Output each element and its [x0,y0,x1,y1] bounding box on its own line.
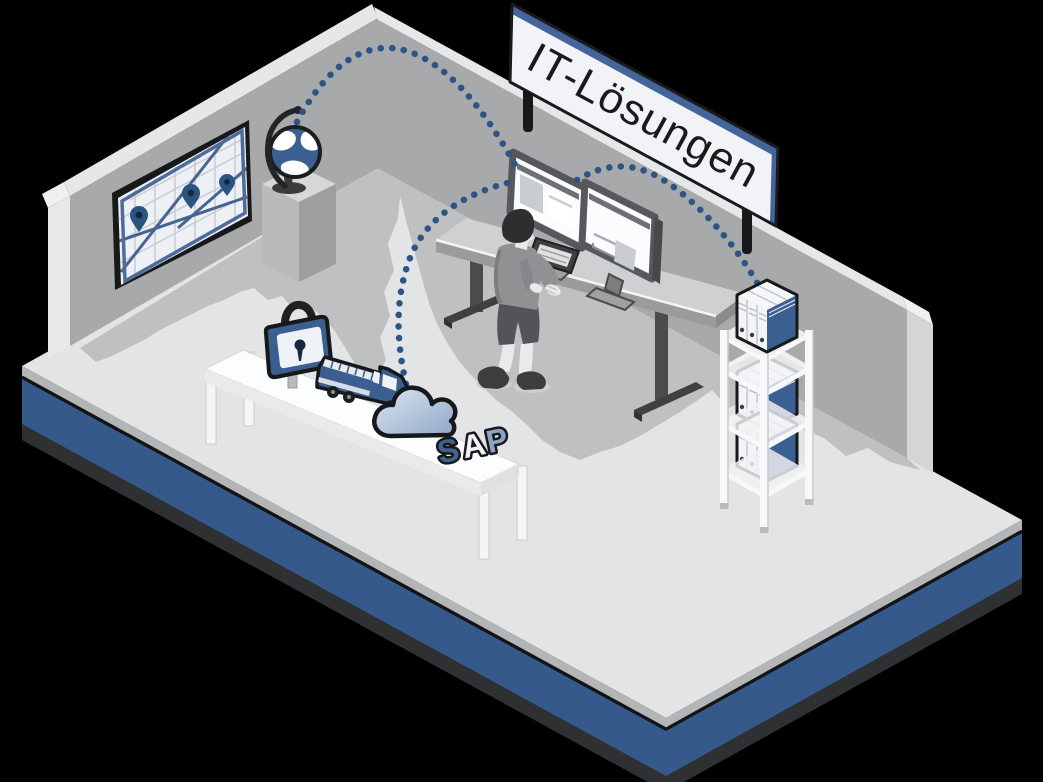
person-shorts [497,300,540,345]
person-at-desk [476,208,561,393]
table-leg-3 [478,484,490,560]
map-location-pins [130,174,235,232]
truck-ladder [323,359,379,382]
platform-drop-shadow [22,395,1022,782]
arc-globe-to-monitors [293,44,523,176]
desk-leg-left [470,250,483,312]
left-wall-top-band [64,4,378,196]
platform [21,168,1023,782]
fire-truck-icon [315,355,409,414]
map-blue-border [120,128,247,284]
sign-post-right [742,204,752,254]
platform-black-line [21,375,1023,731]
cloud-icon [372,385,458,439]
table-front-edge [205,369,481,496]
left-wall-end-cap [48,196,70,358]
cloud-shape [372,385,458,439]
pedestal-right-face [299,184,336,282]
globe-stand-arc [264,107,300,189]
pedestal-left-face [262,184,299,282]
sign-post-left [523,86,533,132]
sign-top-edge [512,4,778,158]
person-left-shoe [477,366,510,389]
platform-blue-side [22,379,1022,776]
lock-keyhole [294,339,306,351]
dotted-connection-arcs [293,44,764,388]
right-wall-end-cap [907,310,933,473]
desk-leg-right [655,300,668,400]
sign-board [510,4,778,226]
shelf-front-bars [720,333,809,499]
desk-foot-left [444,296,504,323]
truck-stripe [318,377,370,396]
floor [22,168,1022,718]
globe-on-pedestal [262,106,336,282]
monitor-right [578,178,663,312]
person-left-hand [529,283,543,293]
person-right-hand [545,284,561,296]
truck-windshield [382,374,397,391]
person-left-arm [520,258,534,290]
binder-shelf [720,278,814,533]
wall-map [112,120,252,290]
monitor-right-stand [585,286,636,312]
person-right-leg [519,343,533,375]
table-leg-4 [516,465,528,541]
person-left-leg [497,343,515,372]
person-hair [501,208,535,244]
white-table [203,349,528,560]
desk-foot-right [634,382,704,415]
person-right-shoe [516,371,546,390]
map-roads [118,135,248,273]
shelf-posts [720,330,814,533]
arc-cloud-to-desk [395,177,520,388]
table-end-edge [481,464,519,496]
right-wall-top-band [374,7,907,310]
globe-continents [271,130,320,177]
person-right-arm [528,251,559,293]
